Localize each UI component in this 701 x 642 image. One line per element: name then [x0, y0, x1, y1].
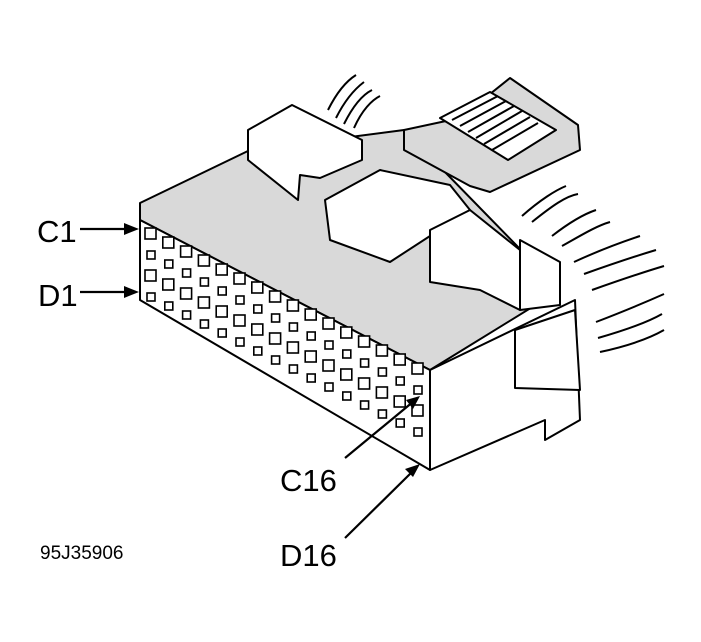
label-c16: C16 [280, 463, 337, 498]
pin-cavity [235, 337, 245, 347]
pin-cavity [339, 326, 353, 339]
pin-cavity [270, 355, 281, 365]
pin-cavity [324, 340, 334, 350]
pin-cavity [395, 376, 406, 386]
figure-code: 95J35906 [40, 543, 124, 564]
pin-cavity [179, 287, 193, 300]
pin-cavity [413, 385, 423, 395]
pin-cavity [253, 346, 263, 356]
pin-cavity [322, 359, 335, 372]
label-d16: D16 [280, 538, 337, 573]
wire [551, 209, 597, 237]
wire [591, 265, 665, 291]
arrowhead-d16 [405, 464, 420, 477]
wire [343, 89, 373, 125]
pin-cavity [162, 278, 175, 291]
pin-cavity [359, 400, 370, 410]
pin-cavity [197, 254, 211, 267]
pin-cavity [253, 304, 263, 314]
wire [597, 313, 663, 339]
pin-cavity [375, 386, 389, 399]
pin-cavity [162, 236, 175, 249]
wire [531, 193, 579, 223]
arrowhead-d1 [124, 286, 139, 298]
leader-c16 [344, 400, 415, 459]
pin-cavity [217, 286, 227, 296]
pin-cavity [251, 281, 264, 294]
pin-cavity [268, 332, 282, 345]
pin-cavity [411, 362, 424, 375]
wire [353, 95, 381, 129]
pin-cavity [179, 245, 193, 258]
wire [583, 249, 657, 275]
arrowhead-c16 [406, 396, 420, 409]
wire [335, 81, 365, 119]
pin-cavity [393, 395, 407, 408]
pin-cavity [144, 227, 157, 240]
pin-cavity [270, 313, 281, 323]
lock-tab [247, 104, 363, 201]
pin-cavity [339, 368, 353, 381]
wire [521, 185, 567, 217]
pin-cavity [235, 295, 245, 305]
pin-cavity [181, 268, 192, 278]
pin-cavity [306, 331, 317, 341]
label-d1: D1 [38, 278, 78, 313]
pin-cavity [304, 308, 318, 321]
pin-cavity [199, 319, 210, 329]
wire [599, 329, 665, 353]
pin-cavity [288, 364, 299, 374]
wire [561, 221, 611, 247]
pin-cavity [357, 335, 371, 348]
pin-cavity [322, 317, 335, 330]
pin-cavity [395, 418, 406, 428]
pin-cavity [341, 349, 352, 359]
pin-cavity [306, 373, 317, 383]
wire [573, 235, 641, 263]
pin-cavity [217, 328, 227, 338]
pin-cavity [233, 272, 246, 285]
pin-cavity [286, 299, 300, 312]
pin-cavity [357, 377, 371, 390]
pin-cavity [251, 323, 264, 336]
pin-cavity [413, 427, 423, 437]
wire [595, 293, 665, 323]
wire [327, 74, 357, 111]
pin-cavity [233, 314, 246, 327]
arrowhead-c1 [124, 223, 139, 235]
pin-cavity [215, 305, 228, 318]
pin-cavity [304, 350, 318, 363]
pin-cavity [286, 341, 300, 354]
pin-cavity [164, 259, 174, 269]
pin-cavity [377, 409, 388, 419]
pin-cavity [288, 322, 299, 332]
pin-cavity [197, 296, 211, 309]
pin-cavity [393, 353, 407, 366]
pin-cavity [359, 358, 370, 368]
leader-d16 [344, 469, 415, 539]
pin-cavity [181, 310, 192, 320]
pin-cavity [199, 277, 210, 287]
pin-cavity [375, 344, 389, 357]
pin-cavity [377, 367, 388, 377]
pin-cavity [268, 290, 282, 303]
pin-cavity [215, 263, 228, 276]
pin-cavity [146, 250, 156, 260]
pin-cavity [164, 301, 174, 311]
pin-cavity [146, 292, 156, 302]
pin-cavity [341, 391, 352, 401]
pin-cavity [411, 404, 424, 417]
pin-cavity [324, 382, 334, 392]
pin-cavity [144, 269, 157, 282]
label-c1: C1 [37, 214, 77, 249]
